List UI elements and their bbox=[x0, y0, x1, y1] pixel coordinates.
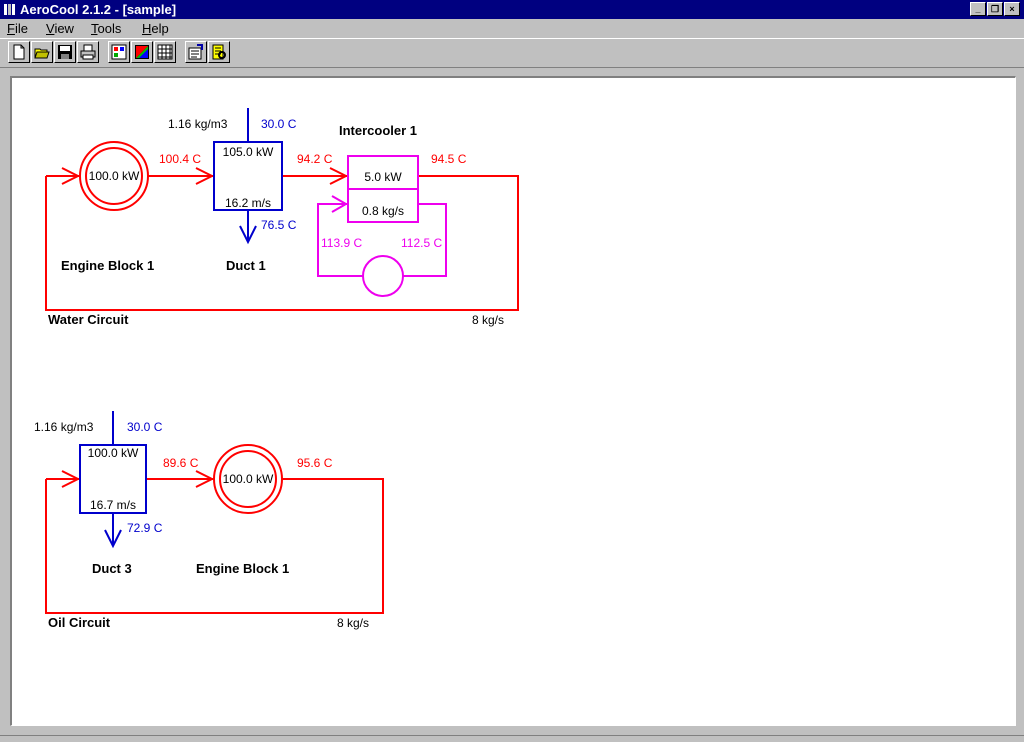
arrow-icon bbox=[104, 529, 122, 549]
duct-water[interactable]: 105.0 kW 16.2 m/s bbox=[213, 108, 283, 245]
menu-help[interactable]: Help bbox=[142, 21, 169, 36]
restore-button[interactable]: ❐ bbox=[987, 2, 1003, 16]
duct-density: 1.16 kg/m3 bbox=[168, 117, 228, 131]
engine-block-water[interactable]: 100.0 kW bbox=[79, 141, 149, 211]
duct-label: Duct 1 bbox=[226, 258, 266, 273]
save-button[interactable] bbox=[54, 41, 76, 63]
intercooler[interactable]: 5.0 kW 0.8 kg/s bbox=[317, 155, 447, 297]
arrow-icon bbox=[195, 167, 215, 185]
oil-circuit: 100.0 kW 16.7 m/s 1.16 kg/m3 30.0 C 72.9… bbox=[34, 411, 384, 630]
intercooler-power: 5.0 kW bbox=[364, 170, 402, 184]
duct-power: 100.0 kW bbox=[88, 446, 139, 460]
arrow-icon bbox=[329, 167, 349, 185]
color-button[interactable] bbox=[131, 41, 153, 63]
water-circuit-label: Water Circuit bbox=[48, 312, 129, 327]
arrow-icon bbox=[331, 195, 349, 213]
status-bar bbox=[0, 735, 1024, 742]
engine-power: 100.0 kW bbox=[223, 472, 274, 486]
printer-icon bbox=[80, 44, 96, 60]
duct-label: Duct 3 bbox=[92, 561, 132, 576]
window-title: AeroCool 2.1.2 - [sample] bbox=[20, 2, 177, 17]
duct-power: 105.0 kW bbox=[223, 145, 274, 159]
grid-table-icon bbox=[157, 44, 173, 60]
toolbar bbox=[0, 38, 1024, 68]
app-icon bbox=[4, 4, 15, 15]
engine-out-temp: 95.6 C bbox=[297, 456, 333, 470]
new-file-icon bbox=[13, 44, 25, 60]
components-button[interactable] bbox=[108, 41, 130, 63]
open-button[interactable] bbox=[31, 41, 53, 63]
intercooler-out-temp: 94.5 C bbox=[431, 152, 467, 166]
floppy-disk-icon bbox=[58, 45, 72, 59]
properties-button[interactable] bbox=[185, 41, 207, 63]
engine-block-oil[interactable]: 100.0 kW bbox=[213, 444, 283, 514]
print-button[interactable] bbox=[77, 41, 99, 63]
engine-power: 100.0 kW bbox=[89, 169, 140, 183]
menu-file[interactable]: File bbox=[7, 21, 28, 36]
engine-out-temp: 100.4 C bbox=[159, 152, 201, 166]
duct-air-out: 72.9 C bbox=[127, 521, 163, 535]
arrow-icon bbox=[239, 225, 257, 245]
intercooler-loop-left-temp: 113.9 C bbox=[321, 236, 362, 250]
engine-label: Engine Block 1 bbox=[61, 258, 154, 273]
oil-loop-pipe bbox=[45, 478, 384, 614]
duct-velocity: 16.2 m/s bbox=[225, 196, 271, 210]
water-circuit: 100.0 kW 100.4 C Engine Block 1 105.0 kW… bbox=[45, 108, 519, 327]
intercooler-flow: 0.8 kg/s bbox=[362, 204, 404, 218]
report-button[interactable] bbox=[208, 41, 230, 63]
new-button[interactable] bbox=[8, 41, 30, 63]
menu-bar: File View Tools Help bbox=[0, 19, 1024, 37]
minimize-button[interactable]: _ bbox=[970, 2, 986, 16]
arrow-icon bbox=[61, 167, 81, 185]
duct-oil[interactable]: 100.0 kW 16.7 m/s bbox=[79, 411, 147, 549]
duct-density: 1.16 kg/m3 bbox=[34, 420, 94, 434]
close-button[interactable]: × bbox=[1004, 2, 1020, 16]
duct-out-temp: 94.2 C bbox=[297, 152, 333, 166]
duct-air-out: 76.5 C bbox=[261, 218, 297, 232]
diagram-canvas[interactable] bbox=[10, 76, 1016, 726]
color-map-icon bbox=[135, 45, 149, 59]
report-icon bbox=[212, 44, 226, 60]
duct-velocity: 16.7 m/s bbox=[90, 498, 136, 512]
arrow-icon bbox=[61, 470, 81, 488]
menu-tools[interactable]: Tools bbox=[91, 21, 122, 36]
duct-air-in: 30.0 C bbox=[261, 117, 297, 131]
arrow-icon bbox=[195, 470, 215, 488]
duct-out-temp: 89.6 C bbox=[163, 456, 199, 470]
water-flow: 8 kg/s bbox=[472, 313, 504, 327]
open-folder-icon bbox=[34, 48, 50, 59]
title-bar: AeroCool 2.1.2 - [sample] _ ❐ × bbox=[0, 0, 1024, 19]
table-button[interactable] bbox=[154, 41, 176, 63]
properties-icon bbox=[188, 44, 203, 60]
oil-flow: 8 kg/s bbox=[337, 616, 369, 630]
intercooler-label: Intercooler 1 bbox=[339, 123, 417, 138]
palette-icon bbox=[111, 44, 127, 60]
pump-icon bbox=[362, 255, 404, 297]
duct-air-in: 30.0 C bbox=[127, 420, 163, 434]
engine-label: Engine Block 1 bbox=[196, 561, 289, 576]
oil-circuit-label: Oil Circuit bbox=[48, 615, 111, 630]
intercooler-loop-right-temp: 112.5 C bbox=[401, 236, 442, 250]
menu-view[interactable]: View bbox=[46, 21, 74, 36]
